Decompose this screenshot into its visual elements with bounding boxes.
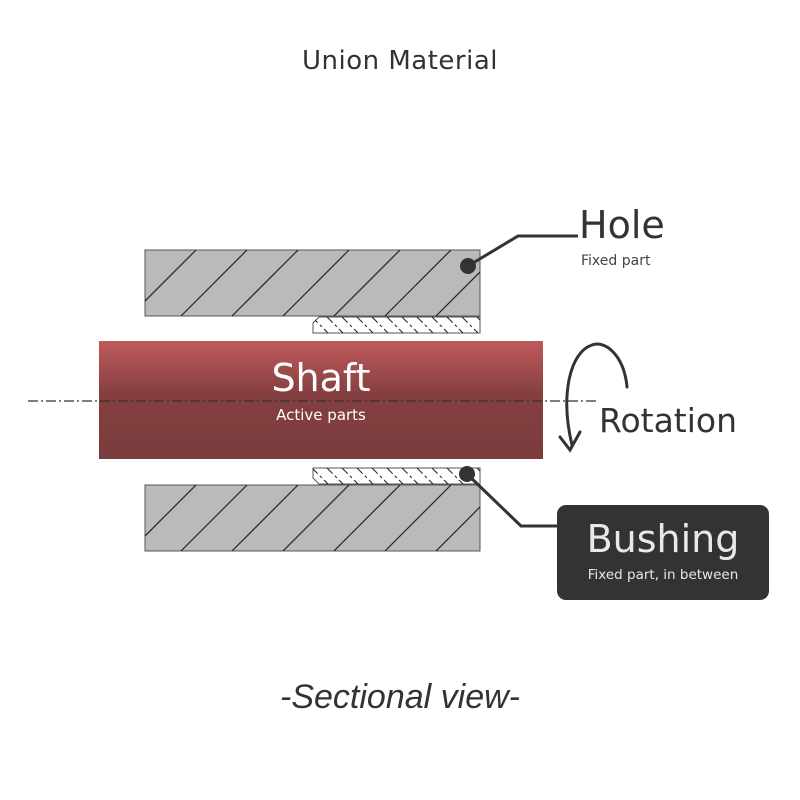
bushing-callout-box [557,505,769,600]
hatch-line [326,468,344,484]
hole-label: Hole [579,203,665,247]
hatch-line [313,468,314,484]
hatch-line [145,485,197,537]
diagram-title: Union Material [301,46,498,76]
hatch-line [145,485,146,486]
hatch-line [341,317,359,333]
hatch-line [431,468,449,484]
hatch-line [401,317,419,333]
hatch-line [384,485,452,551]
bushing-description: Fixed part, in between [587,567,739,583]
hatch-line [476,317,480,333]
shaft-body [99,341,543,459]
hatch-line [231,485,299,551]
hatch-line [356,468,374,484]
hatch-line [446,317,464,333]
hole-description: Fixed part [581,253,651,269]
hatch-line [416,317,434,333]
hatch-line [476,468,480,484]
hatch-line [487,250,553,316]
hatch-line [371,468,389,484]
hatch-line [333,485,401,551]
hole-upper-section [144,249,553,317]
bushing-marker-dot [459,466,475,482]
bushing-lower-section [312,467,508,485]
hatch-line [282,485,350,551]
diagram-caption: -Sectional view- [280,678,520,716]
hole-marker-dot [460,258,476,274]
hatch-line [180,250,248,316]
bushing-label: Bushing [586,517,740,561]
hatch-line [231,250,299,316]
hatch-line [313,317,314,333]
hatch-line [384,250,452,316]
bushing-leader-line [459,466,560,528]
shaft-label: Shaft [271,356,371,400]
hatch-line [282,250,350,316]
hatch-line [333,250,401,316]
hatch-line [313,468,329,484]
hatch-line [446,468,464,484]
hatch-line [326,317,344,333]
bushing-upper-section [312,316,508,334]
hatch-line [341,468,359,484]
hatch-line [461,317,479,333]
rotation-label: Rotation [599,401,738,440]
hatch-line [492,317,508,333]
hatch-line [386,317,404,333]
hole-lower-section [144,484,553,552]
shaft-description: Active parts [276,406,366,424]
hatch-line [492,468,508,484]
hatch-line [487,485,553,551]
hatch-line [401,468,419,484]
rotation-arrow-icon [558,342,629,453]
hole-leader-line [460,234,578,274]
hatch-line [180,485,248,551]
hatch-line [431,317,449,333]
hatch-line [145,250,197,302]
hatch-line [371,317,389,333]
hatch-line [416,468,434,484]
hatch-line [356,317,374,333]
hatch-line [435,506,480,551]
hatch-line [145,250,146,251]
hatch-line [386,468,404,484]
hatch-line [435,271,480,316]
